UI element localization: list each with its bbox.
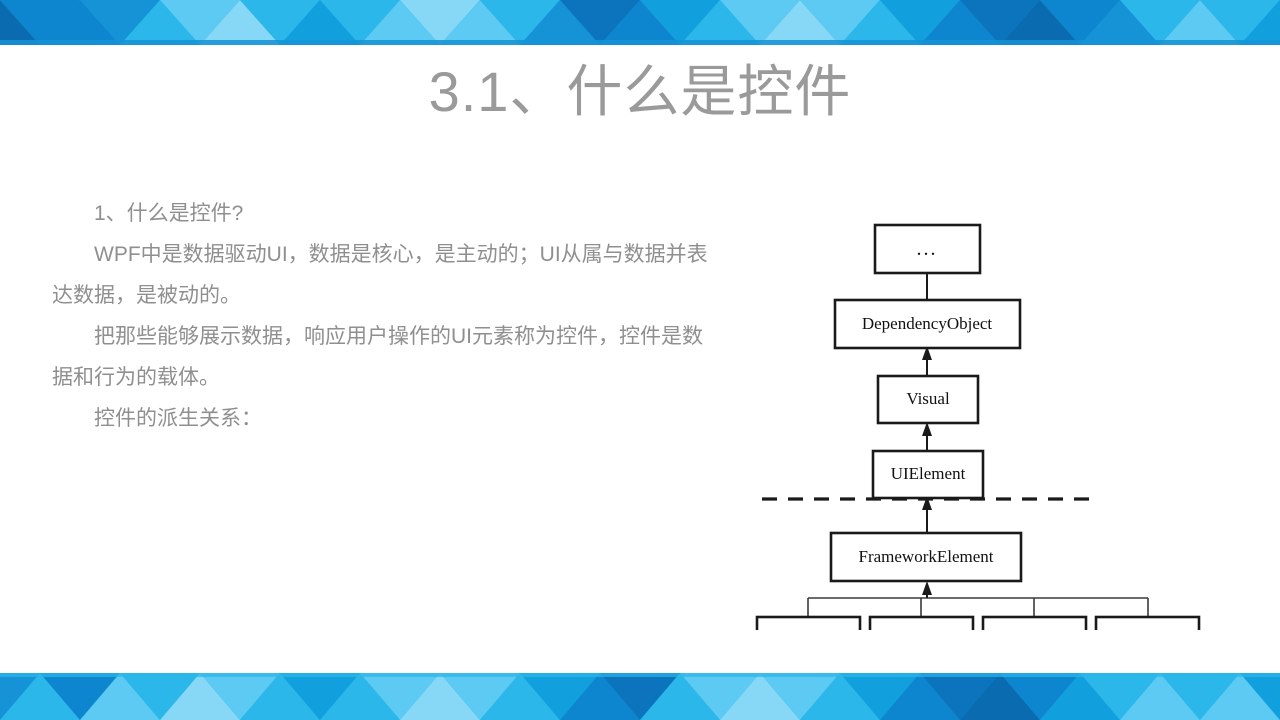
diagram-node-control: Control: [868, 615, 975, 630]
diagram-node-text-block: TextBlock: [981, 615, 1088, 630]
body-text-block: 1、什么是控件? WPF中是数据驱动UI，数据是核心，是主动的；UI从属与数据并…: [52, 193, 712, 439]
inheritance-diagram: ... DependencyObject Visual UIElement Fr…: [700, 180, 1260, 630]
diagram-node-ellipsis: ...: [873, 223, 982, 275]
diagram-node-label: Visual: [906, 389, 950, 408]
diagram-node-framework-element: FrameworkElement: [829, 531, 1023, 583]
diagram-node-image: Image: [1094, 615, 1201, 630]
top-decorative-banner: [0, 0, 1280, 45]
diagram-node-ui-element: UIElement: [871, 449, 985, 500]
diagram-node-panel: Panel: [755, 615, 862, 630]
diagram-node-dependency-object: DependencyObject: [833, 298, 1022, 350]
content-paragraph-1: WPF中是数据驱动UI，数据是核心，是主动的；UI从属与数据并表达数据，是被动的…: [52, 243, 708, 307]
diagram-node-label: ...: [917, 238, 938, 260]
diagram-node-visual: Visual: [876, 374, 980, 425]
content-heading: 1、什么是控件?: [94, 202, 244, 225]
diagram-node-label: FrameworkElement: [858, 547, 993, 566]
triangle-pattern-icon: [0, 0, 1280, 45]
inheritance-diagram-canvas: ... DependencyObject Visual UIElement Fr…: [755, 223, 1201, 630]
diagram-node-label: DependencyObject: [862, 314, 993, 333]
triangle-pattern-icon: [0, 673, 1280, 720]
bottom-decorative-banner: [0, 673, 1280, 720]
page-title: 3.1、什么是控件: [428, 60, 852, 123]
content-paragraph-3: 控件的派生关系：: [94, 407, 262, 430]
content-paragraph-2: 把那些能够展示数据，响应用户操作的UI元素称为控件，控件是数据和行为的载体。: [52, 325, 703, 389]
diagram-node-label: UIElement: [891, 464, 966, 483]
